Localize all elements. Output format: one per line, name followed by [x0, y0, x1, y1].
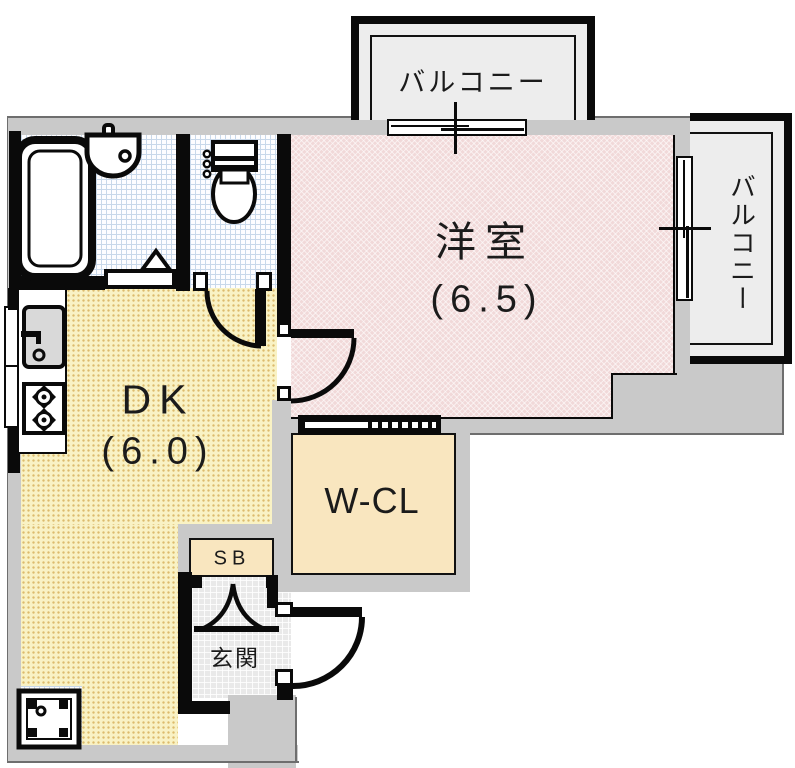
- western-room-label: 洋室: [435, 219, 535, 265]
- western-bottom-line: [291, 417, 613, 419]
- sliding-door-icon: [298, 415, 441, 435]
- washing-machine-pan-icon: [16, 688, 82, 750]
- sliding-door-dashed-sash: [372, 422, 436, 428]
- western-notch-line-h: [611, 373, 677, 375]
- wall-genkan-bottom: [178, 701, 230, 714]
- balcony-top: バルコニー: [351, 16, 595, 120]
- wall-sb-right: [267, 575, 278, 608]
- bathtub-icon: [14, 136, 96, 281]
- toilet-door-post-left: [193, 272, 208, 291]
- toilet-door-icon: [204, 289, 266, 349]
- wall-band-wcl-right: [456, 433, 470, 592]
- western-notch-line-v: [611, 373, 613, 419]
- wall-genkan-left: [178, 572, 192, 714]
- sb-double-door-icon: [194, 583, 279, 632]
- window-top-center-tick: [454, 102, 457, 154]
- sb-door-post-right: [266, 575, 278, 588]
- balcony-top-inner-rail: [370, 35, 576, 120]
- outer-edge-top: [7, 116, 693, 118]
- window-top-sash-line: [391, 125, 469, 127]
- bathroom-folding-door-icon: [104, 247, 176, 289]
- dk-size: (6.0): [101, 430, 215, 473]
- entry-door-icon: [292, 607, 365, 689]
- shoe-box: [189, 538, 274, 577]
- kitchen-sink-icon: [21, 305, 66, 369]
- window-right-center-tick: [659, 227, 711, 230]
- western-room-floor-lower: [291, 374, 611, 419]
- wall-bath-toilet: [176, 134, 190, 291]
- toilet-icon: [202, 140, 258, 224]
- window-right-sash-line: [683, 160, 685, 238]
- entry-door-post-top: [275, 602, 293, 617]
- dk-door-post-top: [277, 322, 291, 337]
- balcony-right: バルコニー: [690, 113, 792, 364]
- outer-edge-right: [782, 362, 784, 435]
- balcony-right-label: バルコニー: [726, 173, 757, 313]
- window-kitchen-sash-line: [6, 365, 17, 367]
- western-right-line: [673, 135, 675, 374]
- outer-edge-band-bottom: [470, 433, 784, 435]
- sb-label: SB: [213, 547, 251, 570]
- dk-label: DK: [121, 376, 195, 423]
- gas-stove-icon: [22, 382, 66, 435]
- wall-band-wcl-bottom: [277, 575, 470, 592]
- dk-door-post-bottom: [277, 386, 291, 401]
- balcony-top-label: バルコニー: [398, 67, 548, 98]
- window-right-sash-line2: [686, 226, 689, 298]
- genkan-label: 玄関: [210, 645, 260, 671]
- washbasin-icon: [84, 123, 142, 179]
- wall-toilet-western: [277, 134, 291, 325]
- dk-western-door-icon: [290, 329, 357, 404]
- sb-door-post-left: [191, 575, 202, 588]
- sliding-door-solid-sash: [305, 422, 368, 428]
- balcony-right-inner-rail: [690, 132, 773, 345]
- wcl-label: W-CL: [324, 480, 420, 521]
- wall-band-above-sb: [178, 524, 278, 540]
- entry-door-post-bottom: [275, 669, 293, 686]
- porch: [228, 695, 296, 768]
- outer-edge-bottom: [7, 761, 299, 763]
- porch-edge-right: [295, 697, 297, 761]
- wall-notch-western: [611, 373, 677, 420]
- window-top-sash-line2: [441, 128, 524, 131]
- western-room-size: (6.5): [430, 278, 544, 321]
- window-top: [387, 119, 527, 136]
- wall-entry-lower-stub: [277, 686, 293, 700]
- wall-band-left-of-sb: [178, 540, 192, 574]
- western-room-floor: [291, 135, 674, 374]
